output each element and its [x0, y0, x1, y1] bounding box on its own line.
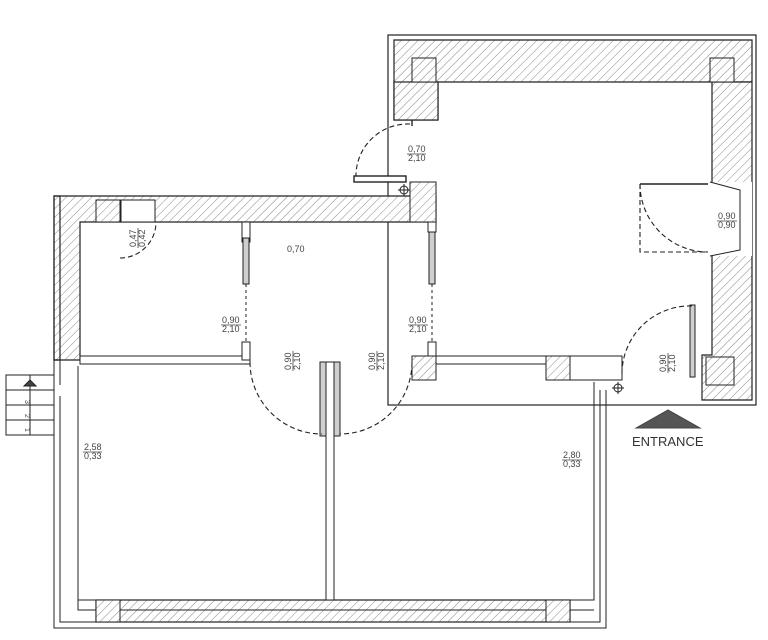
right-wall-opening	[710, 182, 752, 256]
door-top-width: 0,70	[408, 144, 426, 154]
interior-partitions	[79, 221, 547, 601]
window-left-width: 2,58	[84, 442, 102, 452]
door-center-room-height: 2,10	[409, 324, 427, 334]
door-right-wall-height: 0,90	[718, 220, 736, 230]
window-right-height: 0,33	[563, 459, 581, 469]
window-right-width: 2,80	[563, 450, 581, 460]
stairs	[5, 374, 55, 436]
hall-value: 0,70	[287, 244, 305, 254]
main-outer-frame	[53, 196, 607, 629]
door-lower-right-width: 0,90	[367, 352, 377, 370]
door-entrance-width: 0,90	[658, 354, 668, 372]
door-lower-right-height: 2,10	[376, 352, 386, 370]
entrance-arrow-icon	[634, 409, 702, 429]
door-top-height: 2,10	[408, 153, 426, 163]
door-center-room-width: 0,90	[409, 315, 427, 325]
stair-step-1: 1	[23, 428, 30, 432]
inner-room-lines	[77, 222, 595, 611]
main-outer-walls	[53, 195, 571, 623]
sliding-door-tracks	[245, 284, 433, 342]
window-small-room-height: 0,42	[137, 229, 147, 247]
upper-right-walls	[387, 34, 757, 406]
door-lower-left-width: 0,90	[283, 352, 293, 370]
door-entrance-height: 2,10	[667, 354, 677, 372]
door-leaves	[353, 120, 708, 185]
door-lower-left-height: 2,10	[292, 352, 302, 370]
hinge-markers	[398, 184, 624, 394]
columns-main	[95, 181, 571, 623]
door-left-room-width: 0,90	[222, 315, 240, 325]
door-right-wall-width: 0,90	[718, 211, 736, 221]
right-wall-opening-edges	[709, 181, 741, 257]
door-left-room-height: 2,10	[222, 324, 240, 334]
stair-step-2: 2	[23, 414, 30, 418]
entrance-wall-stubs	[411, 355, 623, 381]
stair-step-numbers: 3 2 1	[23, 400, 30, 432]
window-small-room-width: 0,47	[128, 229, 138, 247]
entrance-label: ENTRANCE	[632, 434, 704, 449]
door-swings	[119, 123, 709, 435]
stair-step-3: 3	[23, 400, 30, 404]
small-room-window-gap	[120, 199, 156, 223]
columns-upper	[411, 57, 735, 386]
window-left-height: 0,33	[84, 451, 102, 461]
